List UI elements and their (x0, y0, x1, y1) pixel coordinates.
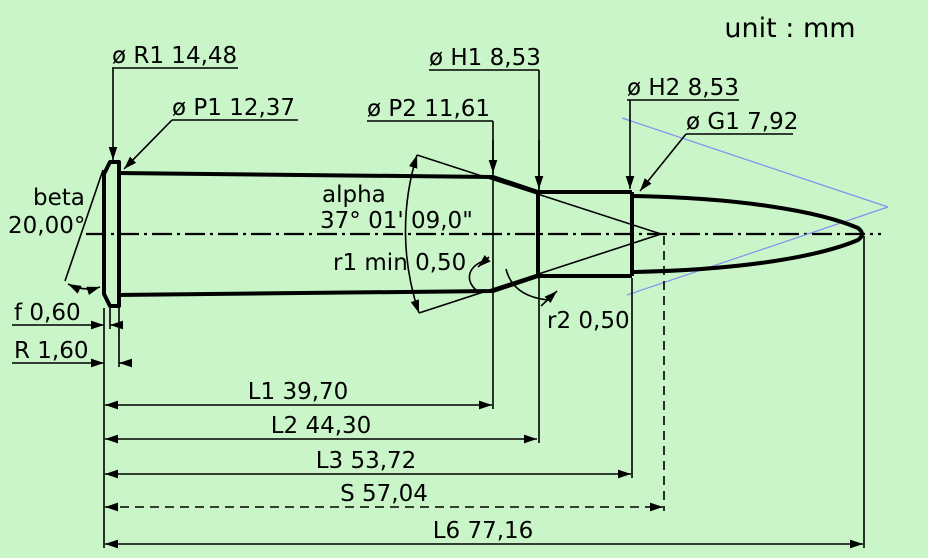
label-shoulder-diameter-p2: ø P2 11,61 (367, 96, 490, 122)
label-alpha-value: 37° 01' 09,0" (320, 208, 473, 234)
label-rim-thickness-r: R 1,60 (14, 338, 89, 364)
label-length-s: S 57,04 (340, 481, 428, 507)
label-length-l6: L6 77,16 (433, 518, 534, 544)
label-radius-r2: r2 0,50 (547, 308, 630, 334)
label-neck-diameter-h1: ø H1 8,53 (429, 45, 541, 71)
r1-radius-arc (468, 260, 485, 294)
r2-radius-arc (505, 268, 550, 301)
label-length-l3: L3 53,72 (316, 448, 417, 474)
label-beta-name: beta (33, 185, 85, 211)
rim-outline (102, 160, 121, 308)
label-beta-value: 20,00° (8, 213, 85, 239)
leader-arrow-g1 (639, 133, 687, 192)
bullet-ogive-outline (631, 194, 864, 274)
label-length-l1: L1 39,70 (248, 379, 349, 405)
alpha-angle-arc (404, 154, 420, 314)
ogive-construction-line-upper (621, 117, 889, 208)
label-length-l2: L2 44,30 (271, 413, 372, 439)
unit-label: unit : mm (724, 13, 855, 44)
label-mouth-diameter-h2: ø H2 8,53 (627, 75, 739, 101)
ogive-construction-line-lower (626, 206, 889, 296)
r2-leader-arrow (540, 290, 558, 307)
beta-angle-arrow (67, 283, 101, 296)
label-bullet-diameter-g1: ø G1 7,92 (686, 109, 798, 135)
label-base-diameter-p1: ø P1 12,37 (172, 95, 295, 121)
label-alpha-name: alpha (322, 182, 386, 208)
label-rim-bevel-f: f 0,60 (14, 300, 81, 326)
leader-arrow-p1 (123, 119, 173, 170)
case-outline-top (118, 171, 632, 194)
rim-bevel-extension-line (64, 169, 104, 282)
label-radius-r1: r1 min 0,50 (333, 250, 466, 276)
label-rim-diameter-r1: ø R1 14,48 (112, 43, 237, 69)
case-outline-bottom (118, 274, 632, 297)
